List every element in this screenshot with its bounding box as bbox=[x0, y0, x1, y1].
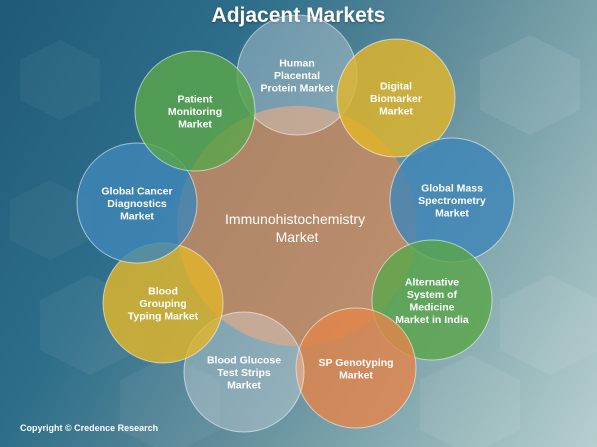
center-label-line2: Market bbox=[276, 229, 319, 245]
market-node-circle bbox=[336, 38, 456, 158]
market-node-label-line: System of bbox=[407, 289, 458, 301]
market-node-circle bbox=[295, 307, 417, 429]
market-node-label-line: Alternative bbox=[405, 276, 459, 288]
market-node-label-line: Monitoring bbox=[168, 106, 222, 118]
market-node-label-line: Protein Market bbox=[261, 83, 334, 95]
market-node-label-line: Market bbox=[178, 119, 212, 131]
market-node-label-line: Global Mass bbox=[421, 183, 483, 195]
market-node-label-line: Placental bbox=[274, 70, 320, 82]
market-node-label-line: Market bbox=[339, 369, 373, 381]
center-label-line1: Immunohistochemistry bbox=[225, 211, 365, 227]
market-node-label-line: Grouping bbox=[139, 298, 186, 310]
market-node-label-line: Market in India bbox=[395, 314, 469, 326]
market-node-label-line: Typing Market bbox=[128, 311, 199, 323]
market-node-label-line: Market bbox=[435, 208, 469, 220]
center-label: Immunohistochemistry Market bbox=[225, 211, 369, 245]
market-node-label-line: Blood Glucose bbox=[207, 355, 281, 367]
market-node-label-line: Market bbox=[120, 211, 154, 223]
market-node-label-line: Market bbox=[227, 380, 261, 392]
market-node-label-line: Global Cancer bbox=[101, 186, 172, 198]
market-node-label-line: Medicine bbox=[410, 301, 455, 313]
market-node-label-line: Human bbox=[279, 58, 315, 70]
market-node-circle bbox=[134, 50, 256, 172]
market-node-label-line: SP Genotyping bbox=[318, 357, 393, 369]
market-node-label-line: Spectrometry bbox=[418, 195, 486, 207]
market-node-label-line: Digital bbox=[380, 81, 412, 93]
copyright-notice: Copyright © Credence Research bbox=[20, 423, 159, 433]
market-node-label-line: Biomarker bbox=[370, 93, 422, 105]
market-node-label-line: Patient bbox=[177, 94, 213, 106]
market-node-label-line: Market bbox=[379, 106, 413, 118]
market-node-label-line: Test Strips bbox=[217, 367, 271, 379]
market-node-label-line: Diagnostics bbox=[107, 198, 167, 210]
market-node-circle bbox=[76, 142, 198, 264]
market-node-circle bbox=[183, 311, 305, 433]
center-circle bbox=[177, 106, 417, 346]
market-node-label-line: Blood bbox=[148, 286, 178, 298]
